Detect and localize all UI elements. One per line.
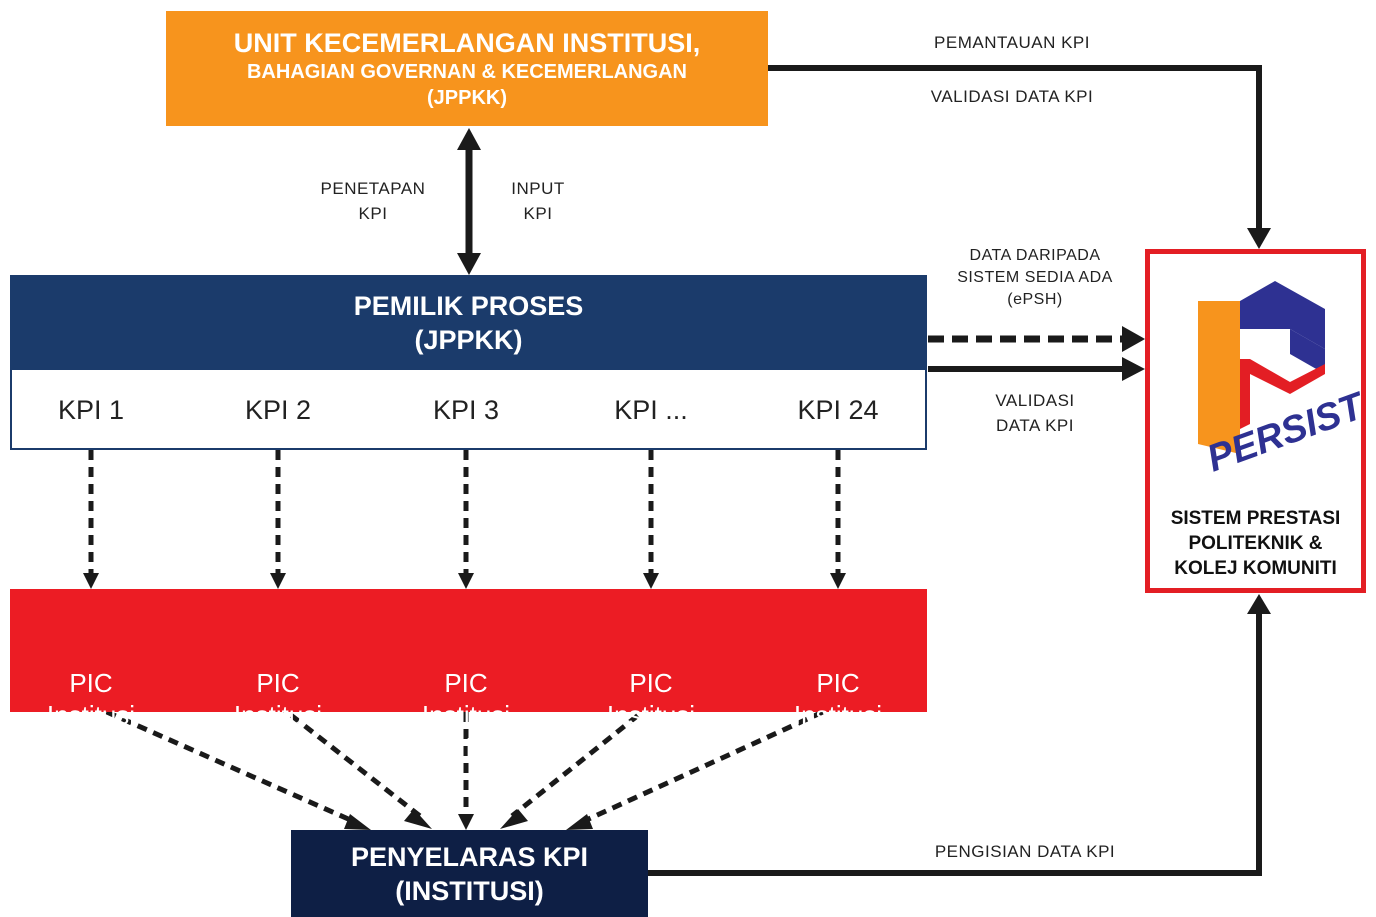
unit-box-line2: BAHAGIAN GOVERNAN & KECEMERLANGAN bbox=[246, 60, 687, 83]
persist-logo: PERSIST bbox=[1198, 281, 1361, 480]
kpi-item: KPI 3 bbox=[432, 395, 500, 425]
penyelaras-kpi-box: PENYELARAS KPI (INSTITUSI) bbox=[291, 830, 648, 917]
persist-caption: SISTEM PRESTASI POLITEKNIK & KOLEJ KOMUN… bbox=[1170, 508, 1341, 579]
unit-kecemerlangan-box: UNIT KECEMERLANGAN INSTITUSI, BAHAGIAN G… bbox=[166, 11, 768, 126]
double-arrowhead-down bbox=[457, 253, 481, 275]
logo-blue-top bbox=[1240, 281, 1325, 349]
logo-red-side bbox=[1240, 359, 1250, 429]
pemantauan-arrow bbox=[768, 65, 1262, 235]
pemilik-proses-box: PEMILIK PROSES (JPPKK) bbox=[10, 275, 927, 371]
pengisian-arrowhead bbox=[1247, 594, 1271, 614]
kpi-to-pic-arrowheads bbox=[83, 573, 846, 589]
validasi-data-kpi-mid-label: VALIDASI DATA KPI bbox=[995, 391, 1075, 435]
logo-red-bottom bbox=[1250, 359, 1325, 394]
kpi-item: KPI 24 bbox=[797, 395, 879, 425]
pic-to-penyelaras-arrows bbox=[89, 702, 840, 825]
data-daripada-label: DATA DARIPADA SISTEM SEDIA ADA (ePSH) bbox=[957, 247, 1113, 308]
pemantauan-kpi-label: PEMANTAUAN KPI bbox=[934, 33, 1090, 52]
kpi-item: KPI 1 bbox=[57, 395, 125, 425]
logo-blue-right bbox=[1290, 329, 1325, 374]
pemilik-line2: (JPPKK) bbox=[414, 325, 523, 355]
kpi-row bbox=[10, 370, 927, 450]
kpi-to-pic-arrows bbox=[88, 450, 841, 574]
pengisian-data-kpi-label: PENGISIAN DATA KPI bbox=[934, 842, 1116, 861]
penyelaras-line2: (INSTITUSI) bbox=[395, 875, 544, 906]
double-arrowhead-up bbox=[457, 128, 481, 150]
penetapan-kpi-label: PENETAPAN KPI bbox=[320, 179, 426, 223]
data-daripada-arrowhead bbox=[1122, 326, 1145, 352]
pic-institusi-band bbox=[10, 589, 927, 712]
persist-system-box: PERSIST SISTEM PRESTASI POLITEKNIK & KOL… bbox=[1145, 249, 1366, 593]
pengisian-arrow bbox=[648, 608, 1262, 876]
kpi-item: KPI 2 bbox=[244, 395, 312, 425]
input-kpi-label: INPUT KPI bbox=[511, 179, 565, 223]
logo-orange-bar bbox=[1198, 301, 1240, 454]
pemilik-line1: PEMILIK PROSES bbox=[353, 291, 584, 321]
pemantauan-arrowhead bbox=[1247, 228, 1271, 249]
kpi-item: KPI ... bbox=[614, 395, 688, 425]
penyelaras-line1: PENYELARAS KPI bbox=[350, 841, 589, 872]
unit-box-line3: (JPPKK) bbox=[426, 86, 507, 109]
unit-box-line1: UNIT KECEMERLANGAN INSTITUSI, bbox=[233, 27, 701, 58]
validasi-arrowhead bbox=[1122, 357, 1145, 381]
pic-to-penyelaras-arrowheads bbox=[344, 809, 593, 830]
validasi-data-kpi-top-label: VALIDASI DATA KPI bbox=[930, 87, 1094, 106]
